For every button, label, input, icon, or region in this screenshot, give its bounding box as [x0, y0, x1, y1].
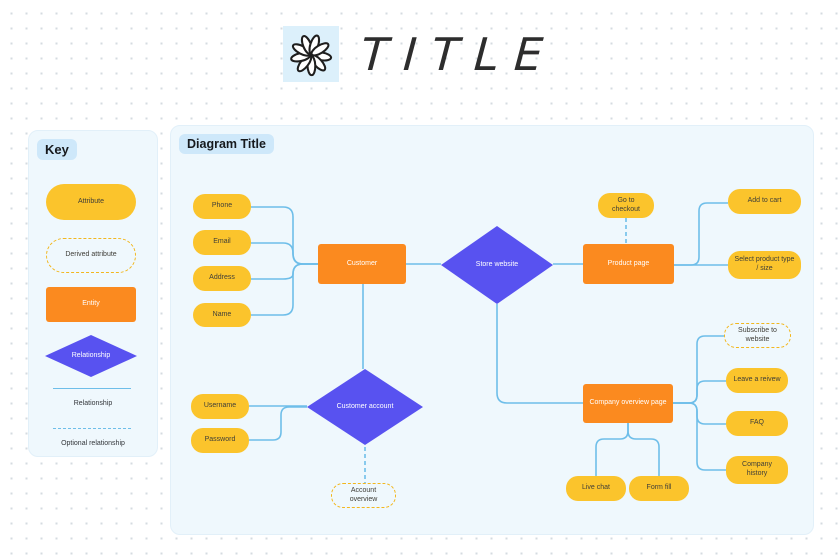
attribute-select-product-type[interactable]: Select product type / size [728, 251, 801, 279]
relationship-customer-account[interactable]: Customer account [307, 369, 423, 445]
key-optional-relationship-line[interactable] [53, 428, 131, 429]
attribute-address[interactable]: Address [193, 266, 251, 291]
attribute-leave-a-review[interactable]: Leave a reivew [726, 368, 788, 393]
diagram-panel-title[interactable]: Diagram Title [179, 134, 274, 154]
attribute-account-overview[interactable]: Account overview [331, 483, 396, 508]
attribute-email[interactable]: Email [193, 230, 251, 255]
page-title[interactable]: TITLE [358, 27, 560, 81]
key-panel: Key Attribute Derived attribute Entity R… [28, 130, 158, 457]
diagram-panel: Diagram Title [170, 125, 814, 535]
attribute-go-to-checkout[interactable]: Go to checkout [598, 193, 654, 218]
entity-customer[interactable]: Customer [318, 244, 406, 284]
key-panel-title[interactable]: Key [37, 139, 77, 160]
attribute-password[interactable]: Password [191, 428, 249, 453]
key-optional-relationship-label: Optional relationship [61, 440, 125, 447]
flower-doodle-svg [289, 34, 332, 77]
key-relationship-diamond-swatch[interactable]: Relationship [45, 335, 137, 377]
key-entity-swatch[interactable]: Entity [46, 287, 136, 322]
key-relationship-line-label: Relationship [73, 400, 113, 407]
attribute-subscribe-to-website[interactable]: Subscribe to website [724, 323, 791, 348]
attribute-faq[interactable]: FAQ [726, 411, 788, 436]
attribute-add-to-cart[interactable]: Add to cart [728, 189, 801, 214]
key-attribute-swatch[interactable]: Attribute [46, 184, 136, 220]
entity-product-page[interactable]: Product page [583, 244, 674, 284]
attribute-form-fill[interactable]: Form fill [629, 476, 689, 501]
attribute-company-history[interactable]: Company history [726, 456, 788, 484]
key-relationship-line[interactable] [53, 388, 131, 389]
flower-doodle-icon[interactable] [282, 26, 339, 82]
attribute-phone[interactable]: Phone [193, 194, 251, 219]
entity-company-overview-page[interactable]: Company overview page [583, 384, 673, 423]
attribute-live-chat[interactable]: Live chat [566, 476, 626, 501]
attribute-username[interactable]: Username [191, 394, 249, 419]
connectors-layer [249, 202, 728, 483]
relationship-store-website[interactable]: Store website [441, 226, 553, 304]
canvas-header: TITLE [0, 26, 840, 82]
attribute-name[interactable]: Name [193, 303, 251, 327]
key-derived-attribute-swatch[interactable]: Derived attribute [46, 238, 136, 273]
